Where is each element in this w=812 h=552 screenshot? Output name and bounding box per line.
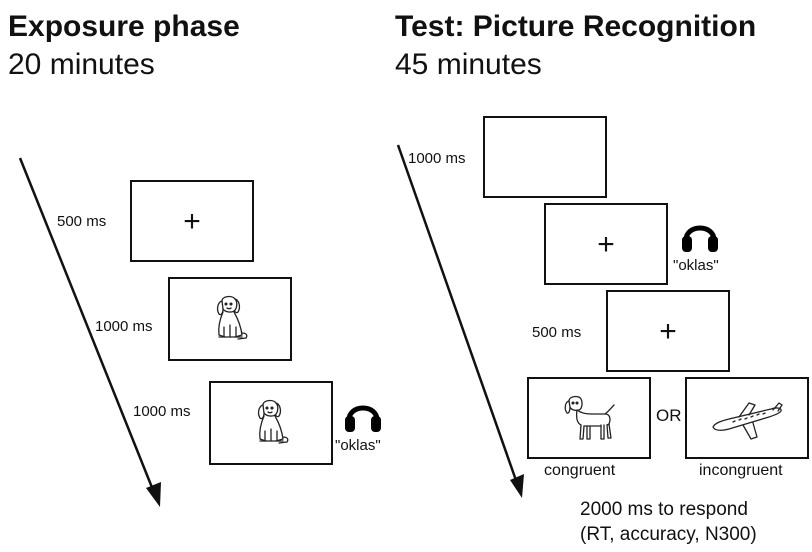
fixation-cross: + [659,315,677,348]
fixation-cross: + [597,228,615,261]
exposure-title: Exposure phase [8,10,240,43]
exposure-picture-frame [168,277,292,361]
exposure-step3-time: 1000 ms [133,403,191,420]
exposure-audio-word: "oklas" [335,437,381,454]
dog-icon [216,295,248,340]
dog-icon [564,395,615,440]
test-duration: 45 minutes [395,48,542,81]
exposure-step1-time: 500 ms [57,213,107,230]
test-step3-time: 500 ms [532,324,582,341]
test-fixation-frame: + [606,290,730,372]
exposure-step2-time: 1000 ms [95,318,153,335]
headphones-icon [345,405,381,432]
headphones-icon [682,225,718,252]
exposure-time-arrow [18,157,157,496]
incongruent-frame [685,377,809,459]
congruent-label: congruent [544,462,616,479]
airplane-icon [712,402,783,440]
response-note-line1: 2000 ms to respond [580,499,748,520]
fixation-cross: + [183,205,201,238]
dog-icon [257,399,289,444]
test-time-arrow [396,144,520,487]
test-arrowhead [510,474,524,498]
exposure-picture-audio-frame [209,381,333,465]
exposure-arrowhead [146,482,161,507]
incongruent-label: incongruent [699,462,783,479]
test-blank-frame [483,116,607,198]
test-audio-word: "oklas" [673,257,719,274]
exposure-fixation-frame: + [130,180,254,262]
congruent-frame [527,377,651,459]
test-step1-time: 1000 ms [408,150,466,167]
test-fixation-audio-frame: + [544,203,668,285]
test-title: Test: Picture Recognition [395,10,757,43]
or-label: OR [656,406,682,425]
response-note-line2: (RT, accuracy, N300) [580,524,757,545]
exposure-duration: 20 minutes [8,48,155,81]
